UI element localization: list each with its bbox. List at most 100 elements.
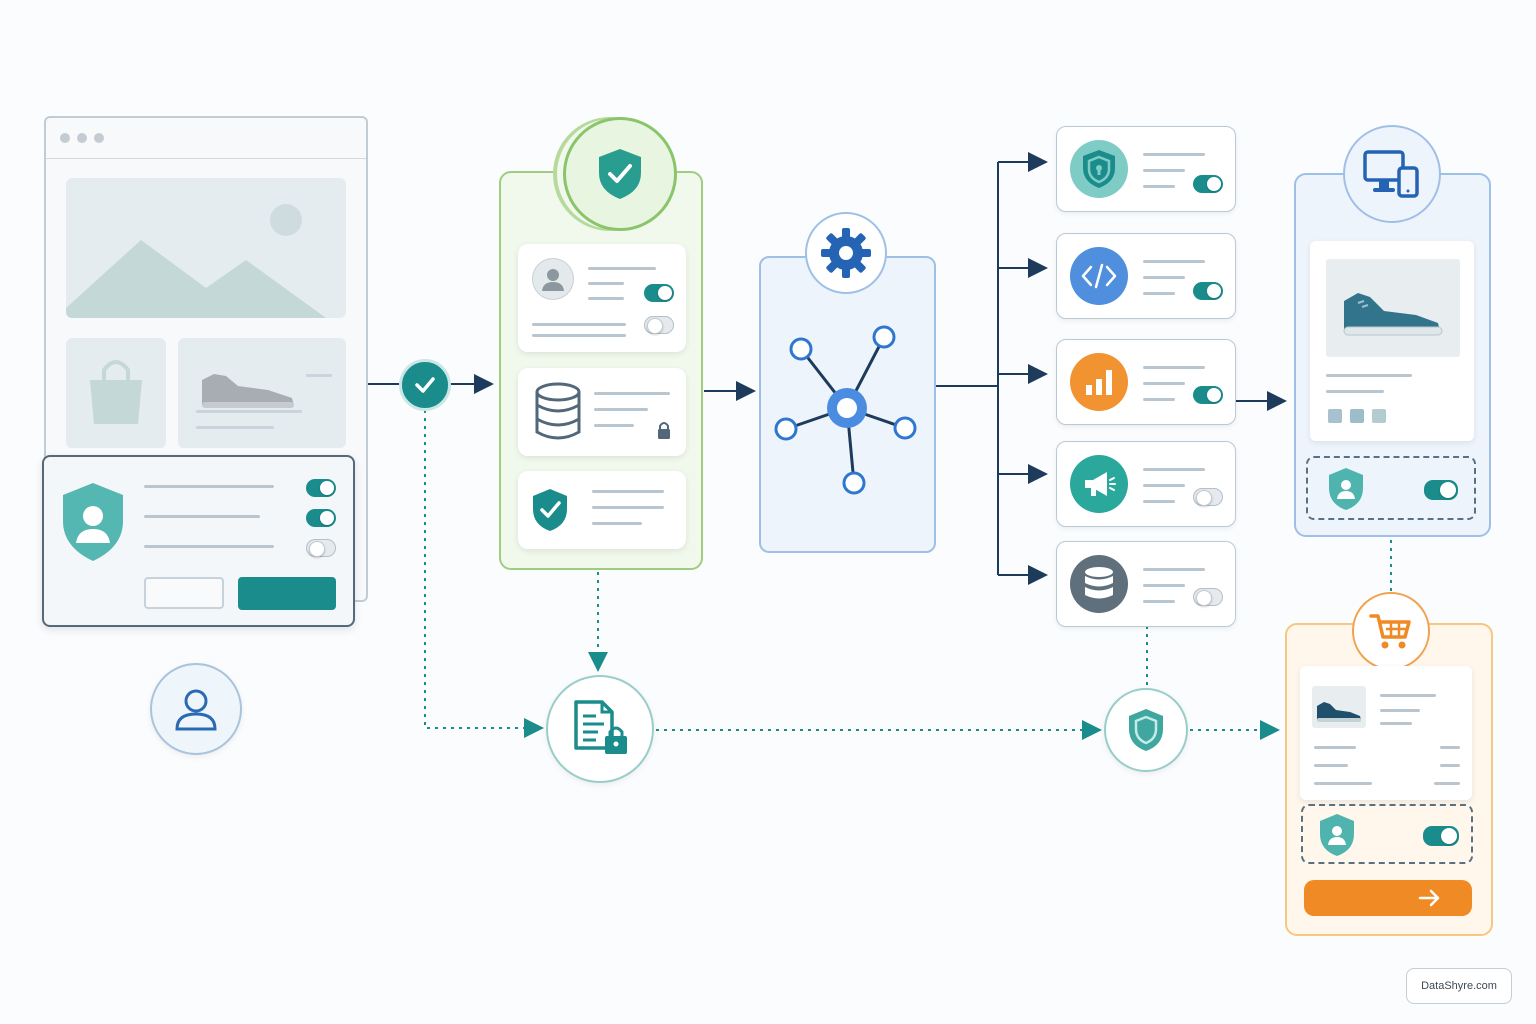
product-image <box>1326 259 1460 357</box>
text-line <box>1143 500 1175 503</box>
user-shield-icon <box>1329 468 1363 510</box>
text-line <box>1314 782 1372 785</box>
shopping-bag-icon <box>90 360 142 424</box>
text-line <box>1143 584 1185 587</box>
text-line <box>1326 390 1384 393</box>
shield-icon <box>1070 140 1128 198</box>
window-dot <box>77 133 87 143</box>
code-icon <box>1070 247 1128 305</box>
text-line <box>144 485 274 488</box>
window-dot <box>60 133 70 143</box>
text-line <box>1380 709 1420 712</box>
shield-icon <box>1129 709 1163 751</box>
text-line <box>1143 568 1205 571</box>
destination-toggle[interactable] <box>1193 386 1223 404</box>
consent-toggle[interactable] <box>644 316 674 334</box>
consent-toggle[interactable] <box>1424 480 1458 500</box>
text-line <box>1143 600 1175 603</box>
text-line <box>196 426 274 429</box>
text-line <box>592 490 664 493</box>
text-line <box>592 506 664 509</box>
destination-toggle[interactable] <box>1193 588 1223 606</box>
text-line <box>1143 153 1205 156</box>
text-line <box>1326 374 1412 377</box>
text-line <box>532 334 626 337</box>
text-line <box>1440 746 1460 749</box>
browser-titlebar <box>46 118 366 159</box>
destination-toggle[interactable] <box>1193 175 1223 193</box>
order-item-thumb <box>1312 686 1366 728</box>
protection-node <box>1104 688 1188 772</box>
consent-toggle[interactable] <box>306 539 336 557</box>
accept-button[interactable] <box>238 577 336 610</box>
profile-card <box>518 244 686 352</box>
text-line <box>196 410 302 413</box>
cart-badge <box>1352 592 1430 670</box>
text-line <box>594 392 670 395</box>
megaphone-icon <box>1070 455 1128 513</box>
image-placeholder-icon <box>66 204 326 318</box>
destination-toggle[interactable] <box>1193 282 1223 300</box>
checkout-consent-row <box>1301 804 1473 864</box>
text-line <box>1143 398 1175 401</box>
devices-icon <box>1363 150 1419 198</box>
policy-document-node <box>546 675 654 783</box>
user-avatar-icon <box>532 258 574 300</box>
text-line <box>1143 366 1205 369</box>
shield-check-icon <box>533 489 567 531</box>
consent-banner <box>42 455 355 627</box>
text-line <box>1434 782 1460 785</box>
text-line <box>1314 746 1356 749</box>
user-shield-icon <box>1320 814 1354 856</box>
consent-toggle[interactable] <box>306 479 336 497</box>
text-line <box>1143 185 1175 188</box>
text-line <box>594 408 648 411</box>
devices-badge <box>1343 125 1441 223</box>
consent-toggle[interactable] <box>1423 826 1459 846</box>
network-hub-icon <box>774 325 917 495</box>
cart-icon <box>1369 614 1411 649</box>
text-line <box>594 424 634 427</box>
bar-chart-icon <box>1070 353 1128 411</box>
product-detail <box>178 338 346 448</box>
destination-card-security <box>1056 126 1236 212</box>
user-avatar <box>150 663 242 755</box>
consent-toggle[interactable] <box>644 284 674 302</box>
destination-card-warehouse <box>1056 541 1236 627</box>
gear-badge <box>805 212 887 294</box>
text-line <box>592 522 642 525</box>
lock-icon <box>658 422 670 439</box>
shield-check-icon <box>599 149 641 199</box>
text-line <box>588 282 624 285</box>
reject-button[interactable] <box>144 577 224 609</box>
user-icon <box>175 689 217 731</box>
window-dot <box>94 133 104 143</box>
text-line <box>1440 764 1460 767</box>
text-line <box>1380 694 1436 697</box>
text-line <box>1143 260 1205 263</box>
text-line <box>1143 382 1185 385</box>
text-line <box>306 374 332 377</box>
text-line <box>532 323 626 326</box>
consent-toggle[interactable] <box>306 509 336 527</box>
product-card <box>1310 241 1474 441</box>
text-line <box>1143 292 1175 295</box>
hero-image <box>66 178 346 318</box>
text-line <box>1380 722 1412 725</box>
checkout-button[interactable] <box>1304 880 1472 916</box>
text-line <box>144 545 274 548</box>
database-icon <box>535 382 581 440</box>
color-swatch[interactable] <box>1328 409 1342 423</box>
text-line <box>1143 484 1185 487</box>
consent-status-row <box>1306 456 1476 520</box>
database-icon <box>1070 555 1128 613</box>
destination-card-analytics <box>1056 339 1236 425</box>
color-swatch[interactable] <box>1350 409 1364 423</box>
verified-badge <box>563 117 677 231</box>
color-swatch[interactable] <box>1372 409 1386 423</box>
text-line <box>1143 276 1185 279</box>
user-shield-icon <box>63 483 123 561</box>
destination-toggle[interactable] <box>1193 488 1223 506</box>
order-summary-card <box>1300 666 1472 800</box>
